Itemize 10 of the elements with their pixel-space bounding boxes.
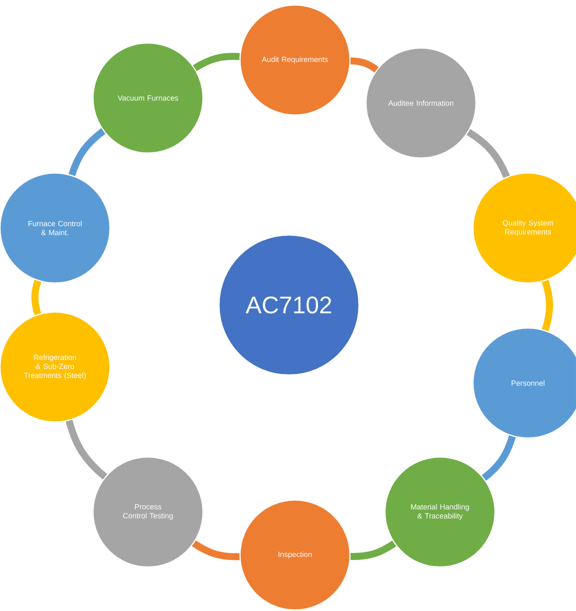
connector-arc xyxy=(350,57,379,73)
connector-arc xyxy=(466,128,510,178)
connector-arc xyxy=(31,279,42,316)
connector-arc xyxy=(350,540,396,560)
connector-arc xyxy=(542,279,554,332)
connector-arc xyxy=(192,52,240,72)
connector-arc xyxy=(481,434,516,481)
connector-arc xyxy=(68,128,106,176)
connector-arc xyxy=(192,540,240,560)
connector-arc xyxy=(66,419,108,480)
